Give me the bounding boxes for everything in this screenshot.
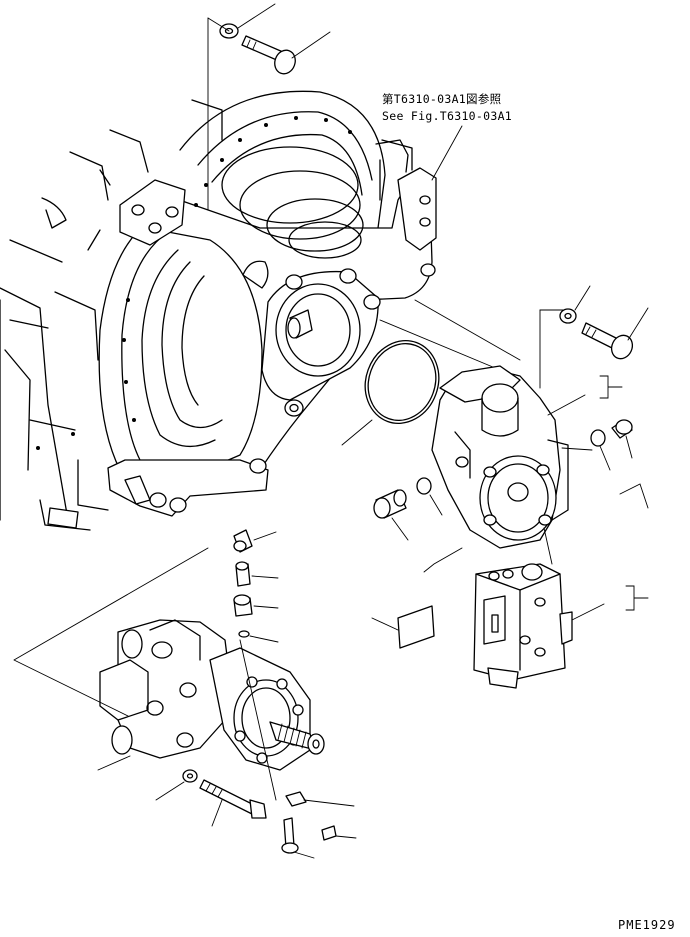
leader-main-pump: [547, 394, 586, 416]
name-plate-icon: [397, 605, 435, 649]
charge-pump: [99, 619, 325, 771]
long-bolt-icon: [199, 779, 267, 819]
leader-long-bolt: [211, 799, 223, 827]
leader-nipple: [251, 575, 279, 579]
torque-converter-housing: [98, 90, 437, 517]
plug-mid-icon: [373, 489, 407, 519]
small-gasket-icon: [238, 630, 250, 638]
figure-reference-english: See Fig.T6310-03A1: [382, 109, 513, 123]
top-bolt-icon: [241, 35, 296, 75]
figure-reference-japanese: 第T6310-03A1図参照: [382, 92, 502, 106]
leader-gasket: [249, 635, 279, 643]
frame-plates: [0, 99, 413, 531]
bracket-mark-1: [599, 375, 623, 399]
mid-o-ring-icon: [416, 477, 432, 495]
control-valve: [473, 563, 573, 689]
leader-small-bolt: [293, 851, 315, 859]
pump-washer-icon: [559, 308, 577, 324]
small-bolt-icon: [281, 817, 299, 854]
leader-plug-fit: [253, 605, 279, 609]
leader-charge-pump: [97, 755, 131, 771]
leader-top-washer: [237, 3, 276, 29]
leader-small-label: [335, 835, 357, 839]
small-label-icon: [321, 825, 337, 841]
leader-pump-washer: [574, 285, 591, 311]
bracket-mark-2: [625, 585, 649, 611]
main-hydraulic-pump: [431, 365, 569, 549]
leader-lower-washer: [155, 781, 185, 801]
leader-pump-bolt: [627, 307, 649, 341]
leader-plug-mid: [391, 517, 409, 541]
leader-control-valve: [423, 547, 463, 573]
lower-washer-icon: [182, 769, 198, 783]
leader-connector: [543, 527, 553, 565]
leader-elbow: [253, 531, 277, 541]
nipple-fitting-icon: [235, 561, 251, 587]
small-o-ring-icon: [590, 429, 606, 447]
leader-small-o-ring: [599, 445, 611, 471]
plug-right-icon: [611, 419, 633, 439]
leader-plug-right: [625, 435, 633, 459]
leader-o-ring: [341, 419, 373, 446]
plug-fitting-icon: [233, 594, 253, 617]
elbow-fitting-icon: [233, 529, 253, 553]
leader-name-plate: [371, 617, 399, 631]
leader-ref-figure: [431, 125, 463, 181]
leader-pump-port: [561, 447, 649, 509]
large-o-ring-icon: [364, 340, 440, 424]
tag-plate-icon: [285, 791, 307, 807]
leader-top-bolt: [291, 31, 331, 59]
leader-control-valve-side: [571, 603, 605, 621]
pump-bolt-icon: [581, 322, 634, 360]
drawing-code: PME1929: [618, 918, 676, 932]
leader-charge-pump-mount: [13, 547, 209, 717]
leader-tag-plate: [303, 799, 355, 807]
leader-mid-o-ring: [429, 494, 443, 516]
